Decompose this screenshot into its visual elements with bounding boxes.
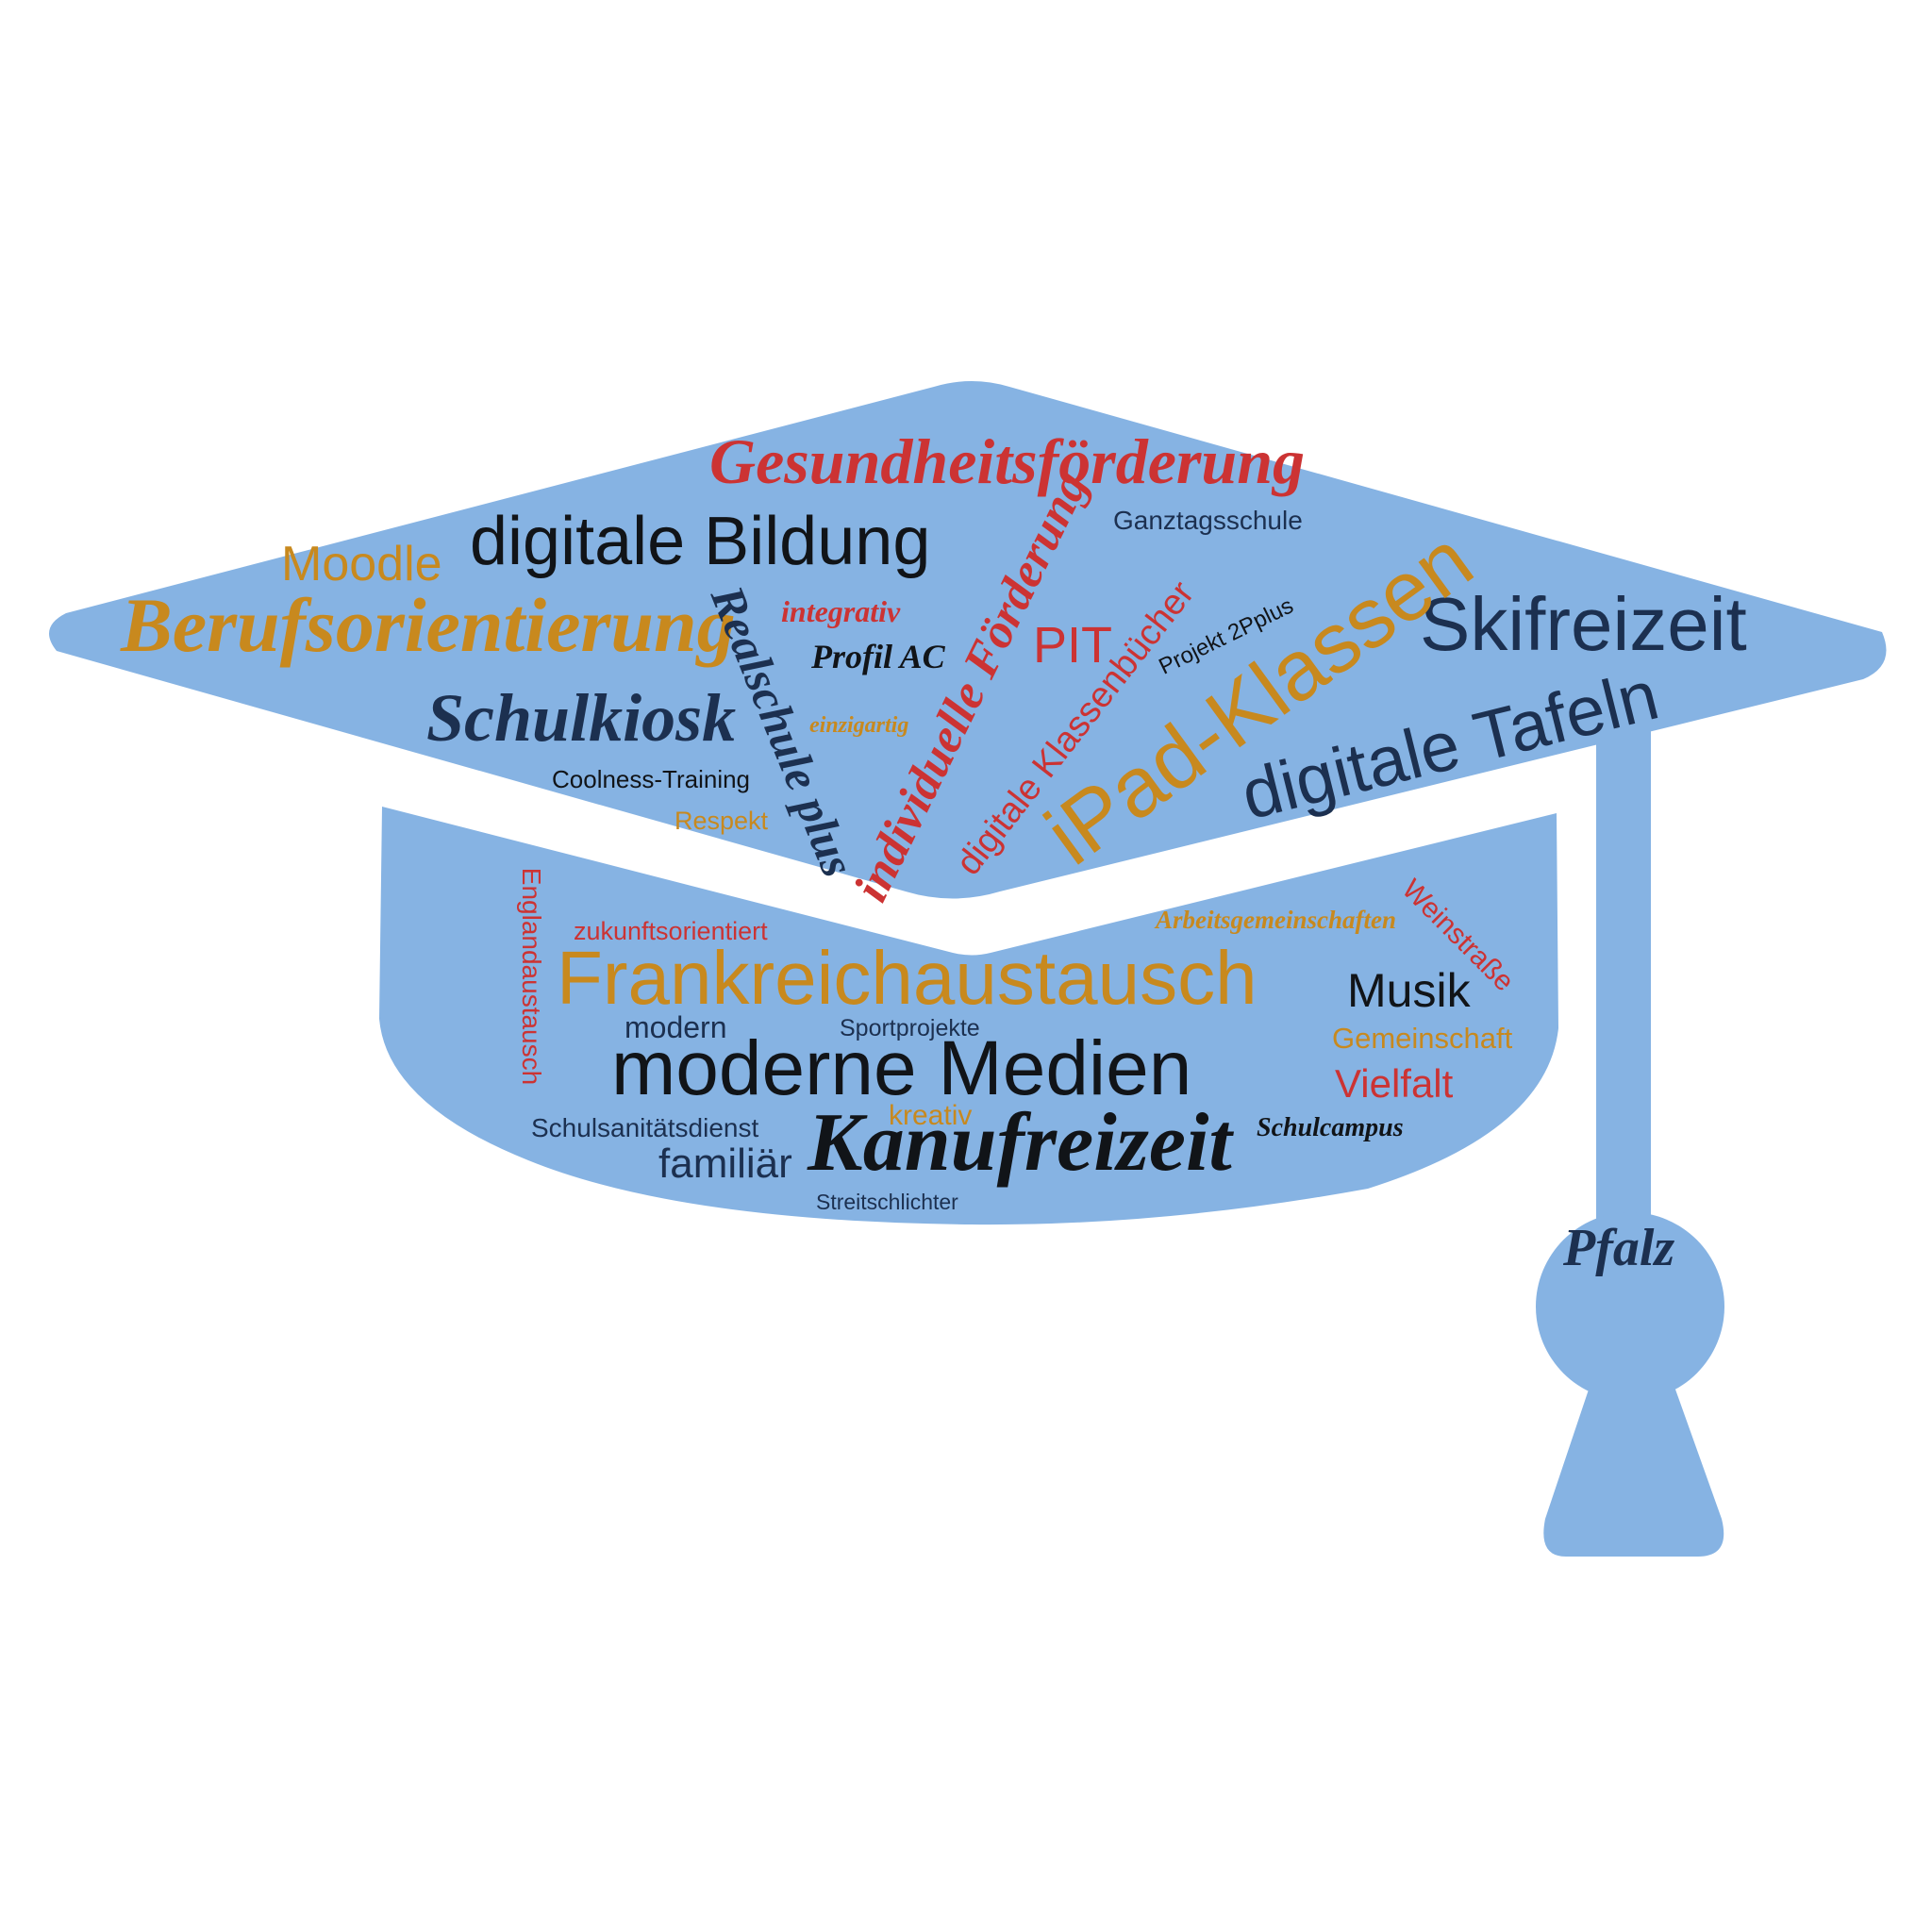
word-pfalz: Pfalz xyxy=(1563,1219,1675,1277)
word-musik: Musik xyxy=(1347,964,1471,1017)
word-englandaustausch: Englandaustausch xyxy=(517,867,546,1086)
word-digitale-bildung: digitale Bildung xyxy=(470,504,931,579)
word-schulcampus: Schulcampus xyxy=(1257,1113,1404,1142)
word-vielfalt: Vielfalt xyxy=(1335,1061,1454,1106)
word-profil-ac: Profil AC xyxy=(811,638,945,675)
word-skifreizeit: Skifreizeit xyxy=(1420,582,1747,666)
tassel-knot xyxy=(1536,1212,1724,1401)
word-moodle: Moodle xyxy=(281,537,442,591)
word-coolness-training: Coolness-Training xyxy=(552,765,751,793)
word-schulsanitaetsdienst: Schulsanitätsdienst xyxy=(531,1113,759,1142)
word-frankreichaustausch: Frankreichaustausch xyxy=(557,936,1257,1020)
cap-top-board xyxy=(49,381,1887,899)
word-einzigartig: einzigartig xyxy=(809,713,909,738)
tassel-fringe xyxy=(1543,1387,1724,1557)
word-gemeinschaft: Gemeinschaft xyxy=(1332,1022,1513,1055)
word-schulkiosk: Schulkiosk xyxy=(426,680,737,756)
word-arbeitsgemeinschaften: Arbeitsgemeinschaften xyxy=(1156,906,1396,934)
word-streitschlichter: Streitschlichter xyxy=(816,1190,958,1214)
word-kreativ: kreativ xyxy=(889,1100,973,1131)
word-familiaer: familiär xyxy=(658,1141,792,1187)
word-gesundheitsfoerderung: Gesundheitsförderung xyxy=(709,425,1306,497)
tassel-cord xyxy=(1596,717,1651,1264)
word-pit: PIT xyxy=(1033,617,1113,674)
word-kanufreizeit: Kanufreizeit xyxy=(808,1097,1232,1189)
word-modern: modern xyxy=(625,1010,727,1044)
word-sportprojekte: Sportprojekte xyxy=(840,1015,980,1041)
word-zukunftsorientiert: zukunftsorientiert xyxy=(574,917,768,945)
word-integrativ: integrativ xyxy=(781,594,901,628)
cap-band xyxy=(379,807,1558,1225)
word-moderne-medien: moderne Medien xyxy=(611,1025,1192,1111)
word-berufsorientierung: Berufsorientierung xyxy=(121,582,736,668)
word-ganztagsschule: Ganztagsschule xyxy=(1113,506,1303,535)
word-respekt: Respekt xyxy=(675,807,769,835)
